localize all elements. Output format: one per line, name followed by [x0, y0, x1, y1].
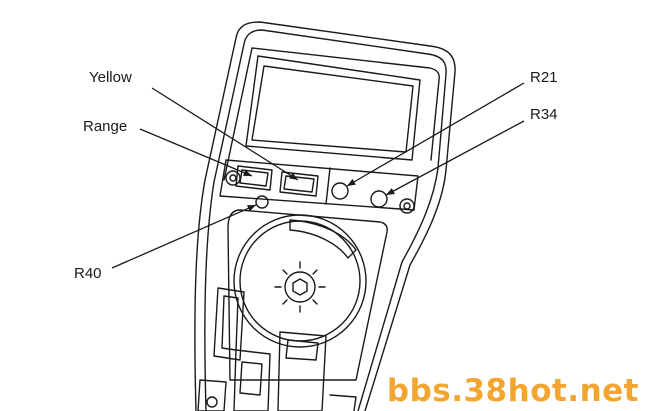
label-r40: R40 — [74, 265, 102, 282]
screw-left — [225, 170, 241, 186]
leader-yellow-arrowhead — [289, 172, 298, 180]
label-yellow: Yellow — [89, 69, 132, 86]
r21-hole — [331, 182, 349, 200]
connector-center — [277, 331, 327, 411]
screw-right — [399, 198, 415, 214]
connector-left — [213, 287, 245, 361]
band-divider — [325, 167, 331, 205]
range-button — [235, 165, 273, 191]
leader-r40 — [111, 204, 257, 269]
keypad-band — [219, 159, 419, 211]
watermark: bbs.38hot.net — [386, 373, 639, 409]
inner-board — [227, 209, 388, 381]
label-r21: R21 — [530, 69, 558, 86]
r34-hole — [370, 190, 388, 208]
label-range: Range — [83, 118, 128, 135]
leader-range-arrowhead — [243, 169, 252, 176]
leader-r21-arrowhead — [347, 178, 356, 186]
r40-hole — [255, 195, 269, 209]
leader-yellow — [151, 87, 299, 181]
leader-r21 — [346, 82, 525, 187]
yellow-button — [279, 171, 319, 197]
housing-outer — [194, 21, 456, 411]
housing-inner — [204, 29, 447, 411]
leader-range — [139, 128, 253, 177]
label-r34: R34 — [530, 106, 558, 123]
housing-rim — [223, 47, 440, 181]
leader-r34 — [385, 120, 525, 196]
rotary-dial — [233, 214, 367, 348]
display-bezel — [245, 55, 421, 161]
leader-r34-arrowhead — [386, 188, 395, 195]
connector-lower-left — [233, 349, 271, 411]
center-hex — [274, 261, 326, 313]
leader-r40-arrowhead — [247, 205, 256, 212]
